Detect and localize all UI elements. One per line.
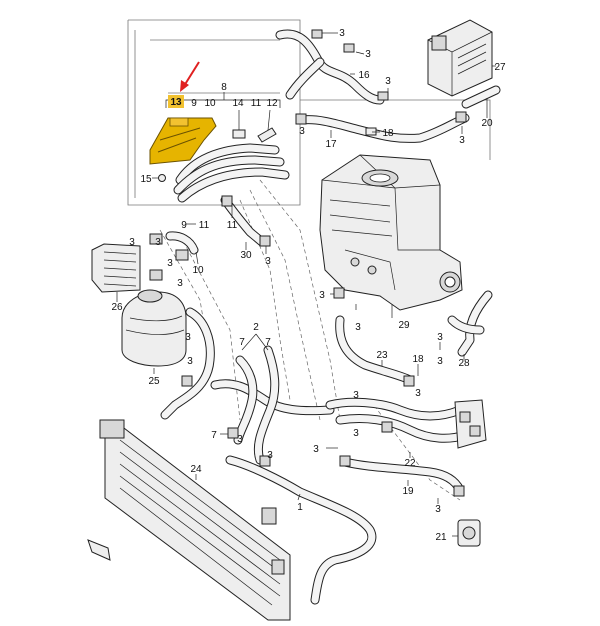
hose-19[interactable] bbox=[339, 455, 465, 497]
label-27[interactable]: 27 bbox=[494, 62, 506, 73]
label-15[interactable]: 15 bbox=[140, 174, 152, 185]
part-22-heater[interactable] bbox=[325, 397, 487, 449]
label-30[interactable]: 30 bbox=[240, 250, 252, 261]
frame-lines bbox=[127, 19, 491, 501]
label-3-motor-b[interactable]: 3 bbox=[355, 322, 361, 333]
part-25-tank[interactable] bbox=[121, 289, 187, 367]
label-18-mid[interactable]: 18 bbox=[412, 354, 424, 365]
label-25[interactable]: 25 bbox=[148, 376, 160, 387]
hose-23[interactable] bbox=[333, 287, 415, 387]
pipe-bundle-8[interactable] bbox=[173, 143, 290, 203]
label-20[interactable]: 20 bbox=[481, 118, 493, 129]
label-3-mid-b[interactable]: 3 bbox=[459, 135, 465, 146]
hose-16[interactable] bbox=[275, 29, 389, 105]
label-7-c[interactable]: 7 bbox=[211, 430, 217, 441]
label-3-right-e[interactable]: 3 bbox=[353, 428, 359, 439]
label-12[interactable]: 12 bbox=[266, 98, 278, 109]
fittings-group-left[interactable] bbox=[149, 195, 271, 281]
hose-2-7[interactable] bbox=[160, 307, 335, 465]
label-3-motor-a[interactable]: 3 bbox=[319, 290, 325, 301]
part-15-bolt[interactable] bbox=[152, 174, 166, 182]
leader-lines bbox=[116, 32, 496, 537]
label-11-left[interactable]: 11 bbox=[199, 220, 210, 231]
label-17[interactable]: 17 bbox=[325, 139, 337, 150]
label-2[interactable]: 2 bbox=[253, 322, 259, 333]
part-13-highlighted[interactable] bbox=[149, 117, 217, 165]
label-3-tank[interactable]: 3 bbox=[185, 332, 191, 343]
label-18-top[interactable]: 18 bbox=[382, 128, 394, 139]
label-3-top-a[interactable]: 3 bbox=[339, 28, 345, 39]
label-10[interactable]: 10 bbox=[204, 98, 216, 109]
hose-28[interactable] bbox=[447, 290, 493, 357]
label-3-left-e[interactable]: 3 bbox=[177, 278, 183, 289]
label-7-a[interactable]: 7 bbox=[239, 337, 245, 348]
label-9[interactable]: 9 bbox=[191, 98, 197, 109]
label-11-mid[interactable]: 11 bbox=[227, 220, 238, 231]
label-3-left-d[interactable]: 3 bbox=[167, 258, 173, 269]
callout-labels: 13 8 9 10 14 11 12 15 3 3 16 3 18 17 3 3… bbox=[111, 28, 506, 543]
part-24-radiator[interactable] bbox=[87, 419, 291, 621]
label-14[interactable]: 14 bbox=[232, 98, 244, 109]
label-7-b[interactable]: 7 bbox=[265, 337, 271, 348]
label-3-hose-a[interactable]: 3 bbox=[187, 356, 193, 367]
part-21-valve[interactable] bbox=[457, 519, 481, 547]
label-24[interactable]: 24 bbox=[190, 464, 202, 475]
label-3-left-b[interactable]: 3 bbox=[129, 237, 135, 248]
label-26[interactable]: 26 bbox=[111, 302, 123, 313]
part-18-clip[interactable] bbox=[365, 127, 377, 136]
label-3-right-g[interactable]: 3 bbox=[435, 504, 441, 515]
part-27-module[interactable] bbox=[427, 19, 493, 97]
label-10-left[interactable]: 10 bbox=[192, 265, 204, 276]
label-9-left[interactable]: 9 bbox=[181, 220, 187, 231]
label-3-right-c[interactable]: 3 bbox=[415, 388, 421, 399]
label-21[interactable]: 21 bbox=[435, 532, 447, 543]
label-19[interactable]: 19 bbox=[402, 486, 414, 497]
label-28[interactable]: 28 bbox=[458, 358, 470, 369]
part-29-motor[interactable] bbox=[319, 154, 463, 311]
highlight-badge-13 bbox=[168, 95, 184, 108]
part-12-clip[interactable] bbox=[257, 109, 277, 143]
hose-17[interactable] bbox=[295, 111, 470, 143]
label-3-right-f[interactable]: 3 bbox=[313, 444, 319, 455]
part-14-clip[interactable] bbox=[232, 110, 246, 139]
label-3-right-b[interactable]: 3 bbox=[437, 356, 443, 367]
label-3-top-b[interactable]: 3 bbox=[365, 49, 371, 60]
highlight-arrow-icon bbox=[180, 61, 200, 92]
label-3-mid-a[interactable]: 3 bbox=[299, 126, 305, 137]
label-22[interactable]: 22 bbox=[404, 458, 416, 469]
label-13[interactable]: 13 bbox=[170, 97, 182, 108]
label-11[interactable]: 11 bbox=[251, 98, 262, 109]
label-3-hose-b[interactable]: 3 bbox=[237, 434, 243, 445]
bracket-8 bbox=[165, 99, 281, 108]
label-3-left-c[interactable]: 3 bbox=[155, 237, 161, 248]
label-3-top-c[interactable]: 3 bbox=[385, 76, 391, 87]
label-3-hose-c[interactable]: 3 bbox=[267, 450, 273, 461]
part-26-cooler[interactable] bbox=[91, 243, 141, 293]
label-3-right-d[interactable]: 3 bbox=[353, 390, 359, 401]
label-16[interactable]: 16 bbox=[358, 70, 370, 81]
label-3-right-a[interactable]: 3 bbox=[437, 332, 443, 343]
label-8[interactable]: 8 bbox=[221, 82, 227, 93]
label-23[interactable]: 23 bbox=[376, 350, 388, 361]
label-29[interactable]: 29 bbox=[398, 320, 410, 331]
part-20-tube[interactable] bbox=[461, 85, 501, 109]
hose-1[interactable] bbox=[225, 455, 377, 605]
label-1[interactable]: 1 bbox=[297, 502, 303, 513]
label-3-left-a[interactable]: 3 bbox=[265, 256, 271, 267]
